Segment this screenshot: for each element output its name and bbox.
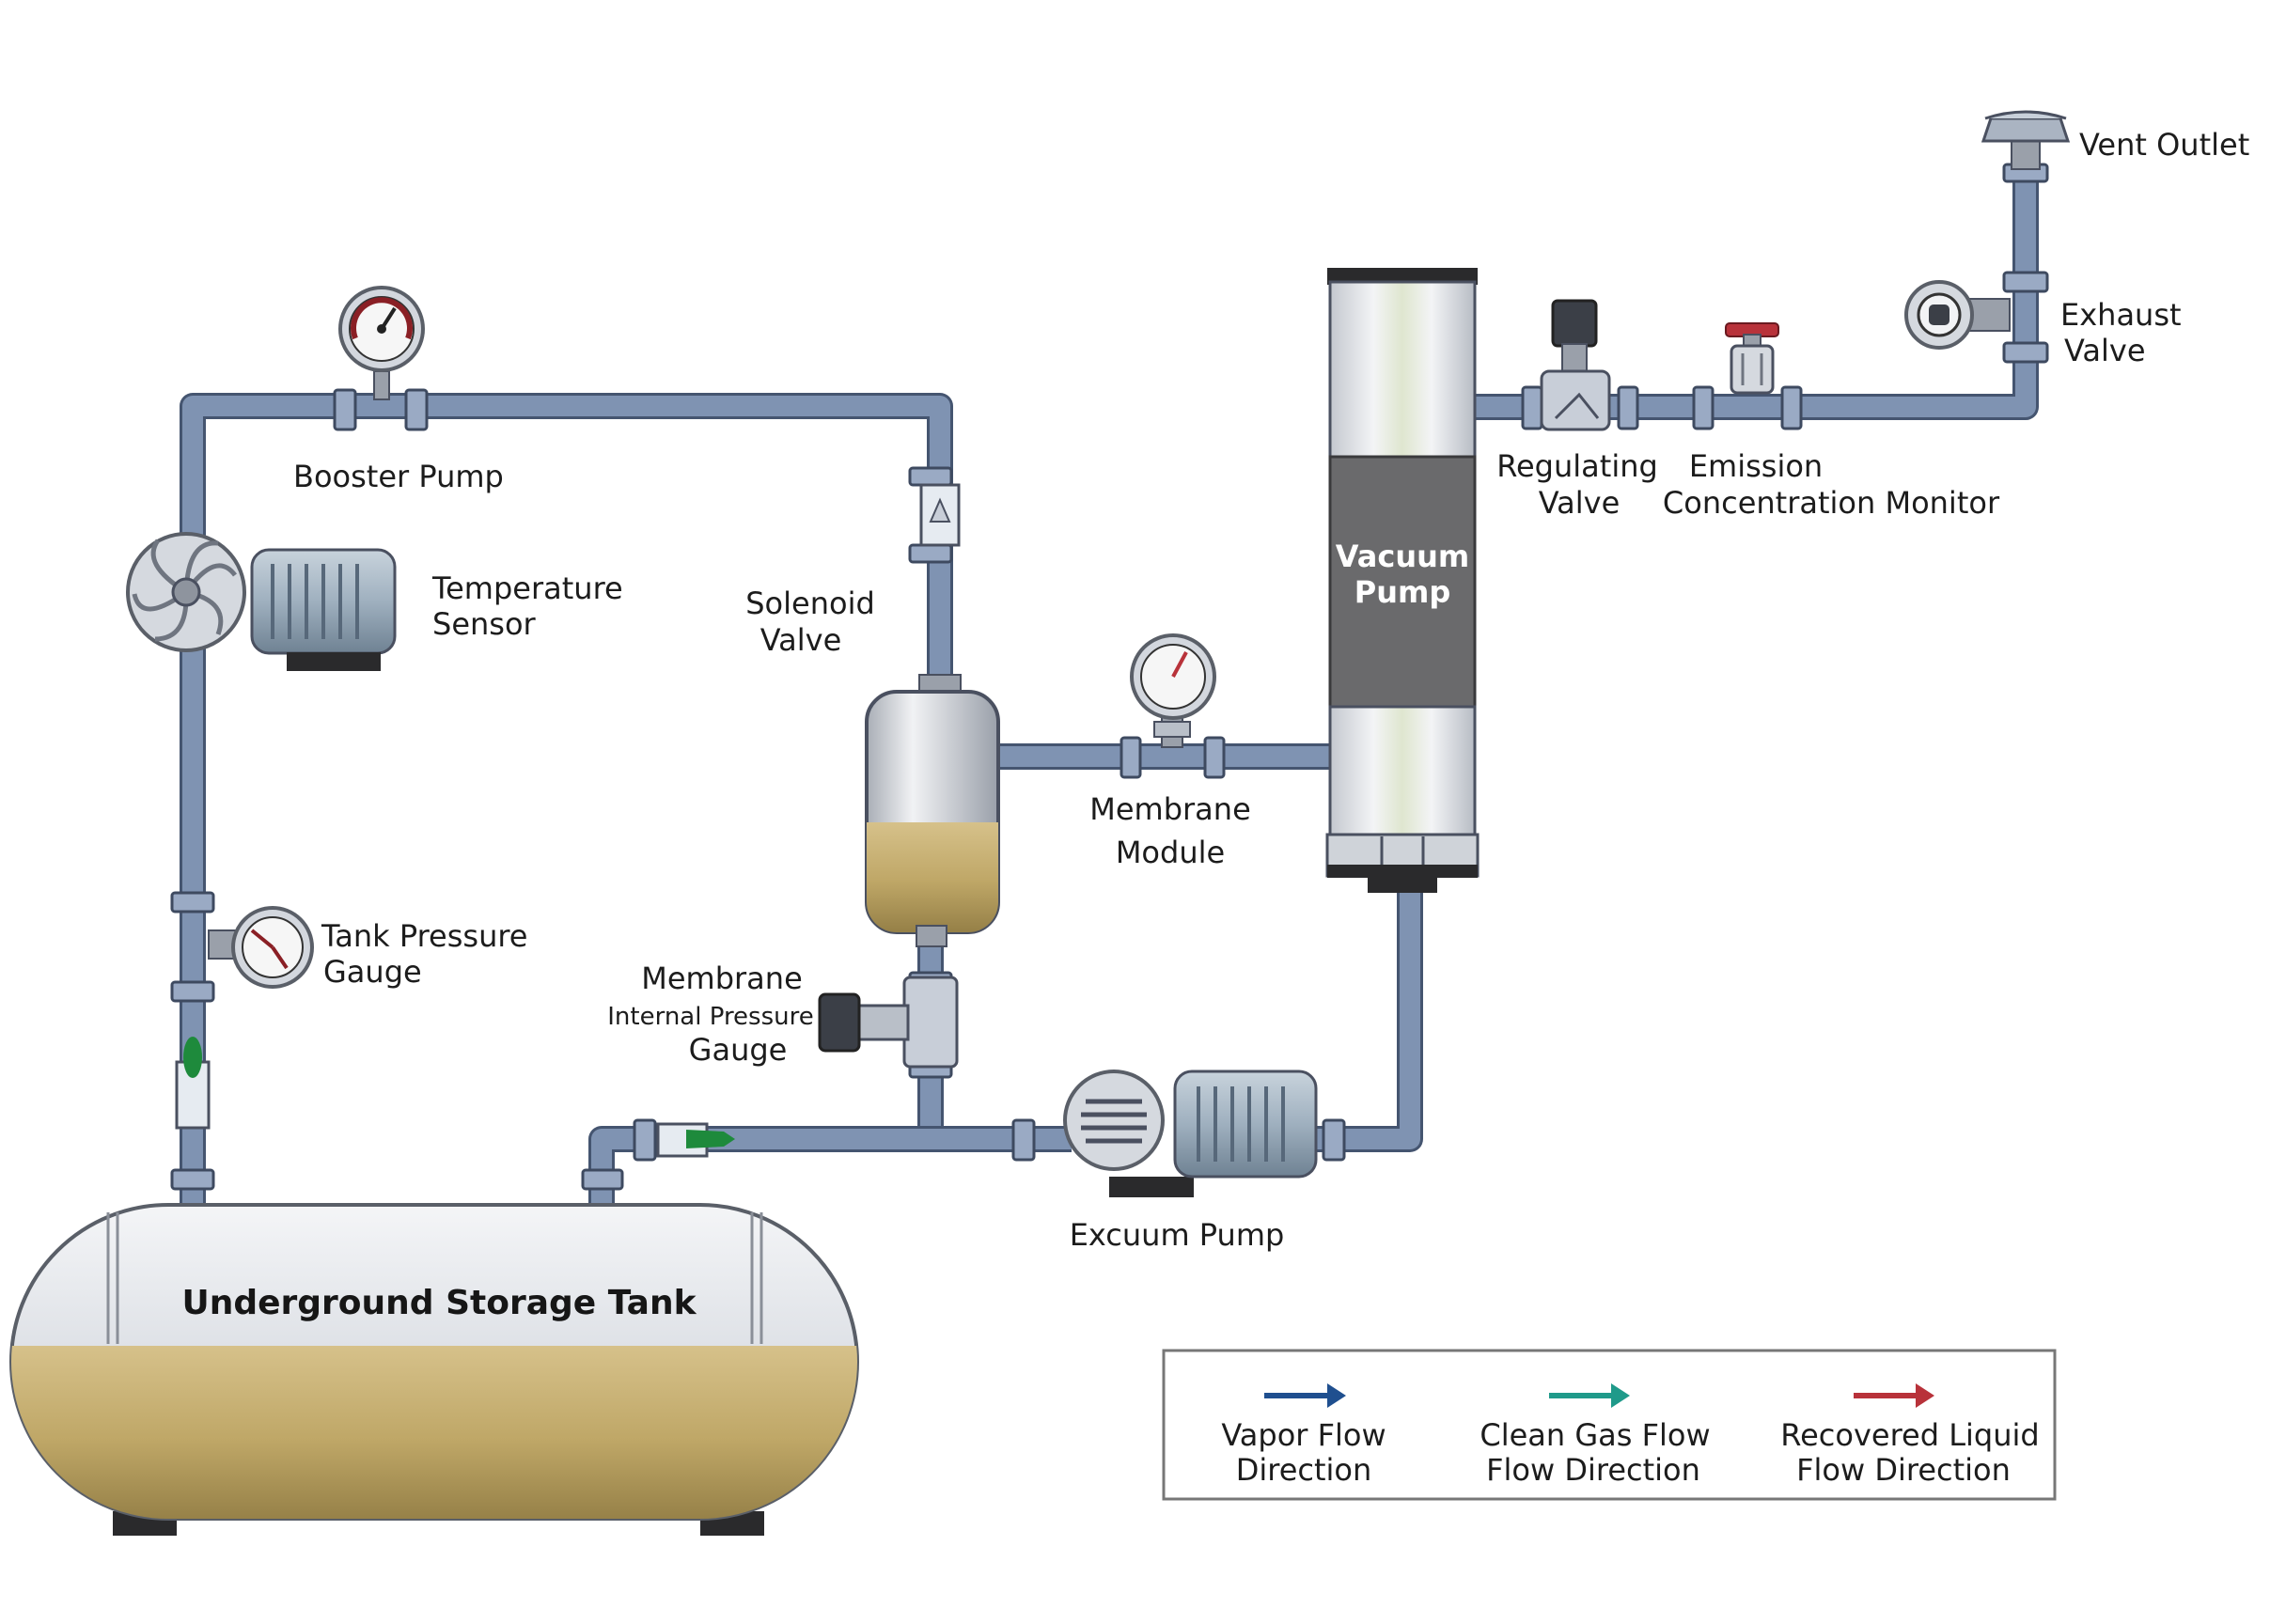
emission-monitor-label: Emission xyxy=(1689,448,1823,484)
temperature-sensor-label: Temperature xyxy=(431,570,623,606)
pipe-network xyxy=(180,141,2039,1233)
vent-outlet-label: Vent Outlet xyxy=(2079,127,2249,163)
membrane-module-label-2: Module xyxy=(1116,835,1225,870)
exhaust-valve xyxy=(1904,280,2011,350)
tank-pressure-gauge-label-2: Gauge xyxy=(323,954,422,990)
tank-pressure-gauge-label: Tank Pressure xyxy=(321,918,527,954)
legend-recovered-line1: Recovered Liquid xyxy=(1780,1417,2039,1453)
underground-storage-tank: Underground Storage Tank xyxy=(9,1203,859,1536)
legend-clean-gas-line1: Clean Gas Flow xyxy=(1480,1417,1710,1453)
underground-storage-tank-label: Underground Storage Tank xyxy=(181,1284,697,1322)
temperature-sensor-unit xyxy=(126,532,397,671)
legend-vapor-line2: Direction xyxy=(1236,1452,1372,1488)
solenoid-valve-label: Solenoid xyxy=(745,586,875,621)
vacuum-pump-label-2: Pump xyxy=(1354,574,1450,610)
temperature-sensor-label-2: Sensor xyxy=(432,606,537,642)
solenoid-valve xyxy=(919,483,961,547)
top-pressure-gauge xyxy=(338,286,425,400)
legend: Vapor Flow Direction Clean Gas Flow Flow… xyxy=(1162,1349,2057,1501)
sight-glass-bottom xyxy=(656,1122,735,1158)
emission-monitor-label-2: Concentration Monitor xyxy=(1663,485,2000,521)
membrane-internal-pressure-gauge-label-2: Internal Pressure xyxy=(607,1003,814,1031)
solenoid-valve-label-2: Valve xyxy=(760,622,842,658)
pipe-flanges xyxy=(170,163,2049,1191)
regulating-valve-label-2: Valve xyxy=(1539,485,1621,521)
membrane-internal-pressure-gauge-label: Membrane xyxy=(641,960,803,996)
legend-item-vapor: Vapor Flow Direction xyxy=(1221,1383,1386,1488)
emission-concentration-monitor xyxy=(1725,322,1779,395)
regulating-valve-label: Regulating xyxy=(1496,448,1658,484)
booster-pump-label: Booster Pump xyxy=(293,459,504,494)
membrane-internal-pressure-gauge-label-3: Gauge xyxy=(689,1032,788,1068)
excuum-pump-label: Excuum Pump xyxy=(1070,1217,1285,1253)
vacuum-pump-label: Vacuum xyxy=(1336,539,1469,574)
separator-vessel xyxy=(865,674,1000,947)
legend-recovered-line2: Flow Direction xyxy=(1796,1452,2011,1488)
vacuum-pump-column: Vacuum Pump xyxy=(1325,268,1480,893)
legend-vapor-line1: Vapor Flow xyxy=(1221,1417,1386,1453)
membrane-module-gauge xyxy=(1130,633,1216,748)
exhaust-valve-label: Exhaust xyxy=(2060,297,2182,333)
legend-clean-gas-line2: Flow Direction xyxy=(1486,1452,1700,1488)
regulating-valve xyxy=(1540,299,1611,431)
vent-outlet xyxy=(1981,110,2071,170)
legend-item-clean-gas: Clean Gas Flow Flow Direction xyxy=(1480,1383,1711,1488)
exhaust-valve-label-2: Valve xyxy=(2064,333,2146,368)
membrane-internal-pressure-gauge xyxy=(818,976,959,1069)
membrane-module-label: Membrane xyxy=(1089,791,1251,827)
excuum-pump xyxy=(1063,1070,1318,1197)
sight-glass-left xyxy=(175,1037,211,1130)
legend-item-recovered-liquid: Recovered Liquid Flow Direction xyxy=(1780,1383,2040,1488)
tank-pressure-gauge xyxy=(208,906,314,989)
